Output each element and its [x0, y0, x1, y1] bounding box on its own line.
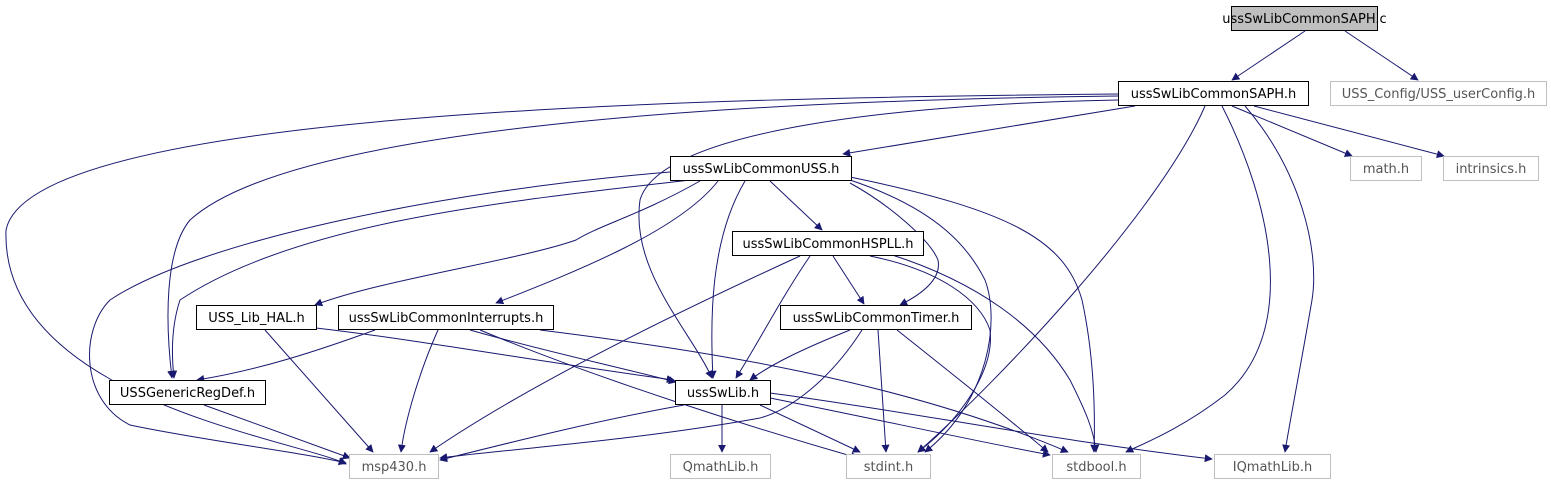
edge-saph_h-to-intrinsics_h — [1253, 105, 1445, 159]
node-box — [1350, 156, 1422, 181]
node-box — [1214, 454, 1331, 479]
node-hal-h[interactable]: USS_Lib_HAL.h — [196, 305, 317, 330]
node-usslib-h[interactable]: ussSwLib.h — [675, 380, 771, 405]
edge-timer_h-to-usslib_h — [749, 329, 851, 381]
node-box — [1443, 156, 1539, 181]
edge-uss_h-to-hal_h — [314, 180, 701, 307]
edge-hal_h-to-usslib_h — [315, 327, 675, 384]
node-box — [732, 231, 924, 256]
node-box — [1231, 6, 1378, 31]
edge-saph_c-to-userconfig — [1344, 30, 1419, 81]
node-box — [1118, 81, 1309, 106]
edge-timer_h-to-msp430_h — [439, 329, 863, 462]
edge-hspll_h-to-msp430_h — [429, 255, 801, 453]
edge-interrupts_h-to-usslib_h — [469, 329, 677, 385]
edge-saph_h-to-uss_h — [842, 105, 1136, 157]
edge-hspll_h-to-stdbool_h — [875, 249, 1100, 453]
node-box — [670, 454, 771, 479]
edge-hspll_h-to-timer_h — [832, 255, 865, 305]
node-box — [1052, 454, 1141, 479]
node-timer-h[interactable]: ussSwLibCommonTimer.h — [780, 305, 972, 330]
edge-uss_h-to-msp430_h — [89, 171, 671, 466]
node-label: ussSwLibCommonSAPH.h — [1131, 87, 1296, 102]
node-label: ussSwLibCommonHSPLL.h — [742, 237, 913, 252]
edge-interrupts_h-to-stdint_h — [479, 329, 859, 460]
edge-usslib_h-to-iqmath_h — [769, 392, 1213, 463]
node-label: USSGenericRegDef.h — [120, 386, 255, 401]
node-qmath-h: QmathLib.h — [670, 454, 771, 479]
node-box — [1330, 81, 1547, 106]
node-box — [780, 305, 972, 330]
node-label: IQmathLib.h — [1233, 460, 1313, 475]
node-label: ussSwLib.h — [687, 386, 759, 401]
node-interrupts-h[interactable]: ussSwLibCommonInterrupts.h — [338, 305, 554, 330]
edge-uss_h-to-interrupts_h — [495, 180, 719, 305]
node-label: ussSwLibCommonTimer.h — [793, 311, 960, 326]
node-label: math.h — [1363, 162, 1409, 177]
edge-uss_h-to-hspll_h — [769, 180, 823, 231]
edge-timer_h-to-stdbool_h — [896, 329, 1049, 453]
edge-saph_h-to-msp430_h — [5, 93, 1119, 465]
edge-saph_h-to-math_h — [1231, 105, 1353, 157]
edge-saph_h-to-regdef_h — [167, 95, 1119, 379]
edge-saph_c-to-saph_h — [1231, 30, 1306, 81]
node-label: ussSwLibCommonUSS.h — [683, 162, 840, 177]
edge-uss_h-to-stdint_h — [849, 179, 992, 453]
edge-usslib_h-to-stdint_h — [759, 404, 861, 453]
node-msp430-h: msp430.h — [349, 454, 439, 479]
edge-interrupts_h-to-regdef_h — [196, 329, 376, 383]
node-label: msp430.h — [362, 460, 427, 475]
edge-saph_h-to-iqmath_h — [1244, 105, 1315, 453]
edge-interrupts_h-to-stdbool_h — [539, 329, 1069, 453]
node-userconfig: USS_Config/USS_userConfig.h — [1330, 81, 1547, 106]
node-math-h: math.h — [1350, 156, 1422, 181]
node-box — [349, 454, 439, 479]
node-label: ussSwLibCommonInterrupts.h — [349, 311, 544, 326]
node-box — [675, 380, 771, 405]
node-saph-h[interactable]: ussSwLibCommonSAPH.h — [1118, 81, 1309, 106]
node-intrinsics-h: intrinsics.h — [1443, 156, 1539, 181]
node-stdbool-h: stdbool.h — [1052, 454, 1141, 479]
node-box — [196, 305, 317, 330]
node-label: stdbool.h — [1066, 460, 1126, 475]
node-saph-c[interactable]: ussSwLibCommonSAPH.c — [1222, 6, 1387, 31]
node-box — [846, 454, 931, 479]
edge-hal_h-to-msp430_h — [264, 329, 374, 453]
edge-timer_h-to-stdint_h — [877, 329, 890, 453]
node-iqmath-h: IQmathLib.h — [1214, 454, 1331, 479]
node-label: intrinsics.h — [1456, 162, 1527, 177]
edge-uss_h-to-regdef_h — [169, 179, 691, 379]
node-label: stdint.h — [864, 460, 913, 475]
node-box — [338, 305, 554, 330]
node-label: USS_Lib_HAL.h — [208, 311, 304, 326]
edge-uss_h-to-timer_h — [849, 182, 939, 306]
edge-interrupts_h-to-msp430_h — [397, 329, 439, 453]
node-label: ussSwLibCommonSAPH.c — [1222, 12, 1386, 27]
nodes-layer: ussSwLibCommonSAPH.c ussSwLibCommonSAPH.h… — [109, 6, 1547, 479]
edge-saph_h-to-stdbool_h — [1125, 105, 1271, 453]
edge-usslib_h-to-msp430_h — [439, 404, 685, 463]
edge-uss_h-to-stdbool_h — [849, 176, 1099, 453]
edge-usslib_h-to-stdbool_h — [769, 397, 1051, 458]
edge-hspll_h-to-stdint_h — [869, 255, 991, 453]
node-hspll-h[interactable]: ussSwLibCommonHSPLL.h — [732, 231, 924, 256]
edge-saph_h-to-stdint_h — [917, 105, 1206, 453]
node-box — [670, 156, 852, 181]
node-stdint-h: stdint.h — [846, 454, 931, 479]
edge-regdef_h-to-msp430_h — [203, 404, 351, 460]
node-uss-h[interactable]: ussSwLibCommonUSS.h — [670, 156, 852, 181]
node-label: QmathLib.h — [683, 460, 759, 475]
edge-hspll_h-to-usslib_h — [735, 255, 811, 379]
node-regdef-h[interactable]: USSGenericRegDef.h — [109, 380, 266, 405]
node-label: USS_Config/USS_userConfig.h — [1342, 87, 1536, 102]
node-box — [109, 380, 266, 405]
edge-uss_h-to-usslib_h — [708, 180, 746, 379]
